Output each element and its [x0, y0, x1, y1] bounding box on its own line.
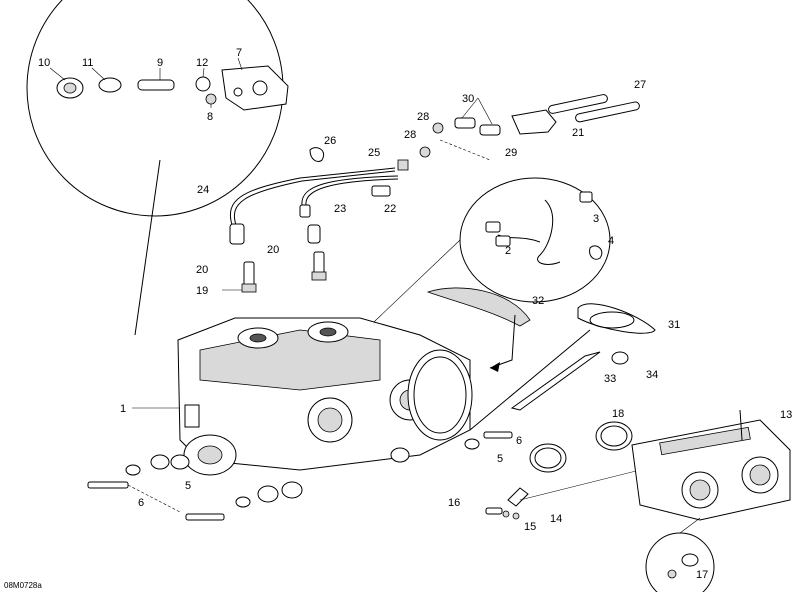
callout-31: 31: [668, 319, 680, 331]
strap-and-ties: [426, 287, 656, 431]
engine-mount-hardware: [87, 431, 513, 521]
callout-21: 21: [572, 127, 584, 139]
callout-20b: 20: [267, 244, 279, 256]
callout-26: 26: [324, 135, 336, 147]
callout-11: 11: [82, 57, 93, 69]
detail-circle-fasteners: [26, 0, 289, 336]
callout-28b: 28: [404, 129, 416, 141]
callout-13: 13: [780, 409, 792, 421]
callout-25: 25: [368, 147, 380, 159]
callout-32: 32: [532, 295, 544, 307]
callout-9: 9: [157, 57, 163, 69]
callout-6b: 6: [516, 435, 522, 447]
mount-bracket-group: [419, 94, 640, 161]
detail-circle-harness: [354, 177, 611, 341]
callout-5b: 5: [497, 453, 503, 465]
callout-29: 29: [505, 147, 517, 159]
callout-6a: 6: [138, 497, 144, 509]
callout-23: 23: [334, 203, 346, 215]
callout-2: 2: [505, 245, 511, 257]
clamps: [529, 421, 633, 473]
callout-7: 7: [236, 47, 242, 59]
callout-12: 12: [196, 57, 208, 69]
callout-28a: 28: [417, 111, 429, 123]
callout-3: 3: [593, 213, 599, 225]
wire-harness: [229, 147, 409, 245]
callout-1: 1: [120, 403, 126, 415]
callout-15: 15: [524, 521, 536, 533]
callout-labels: 1 2 3 4 5 5 6 6 7 8 9 10 11 12 13 14 15 …: [38, 47, 792, 581]
callout-27: 27: [634, 79, 646, 91]
callout-5a: 5: [185, 480, 191, 492]
callout-24: 24: [197, 184, 209, 196]
engine-block: [150, 317, 473, 503]
callout-16: 16: [448, 497, 460, 509]
callout-18: 18: [612, 408, 624, 420]
callout-17: 17: [696, 569, 708, 581]
callout-8: 8: [207, 111, 213, 123]
throttle-lever-hardware: [485, 469, 641, 520]
callout-34: 34: [646, 369, 658, 381]
callout-4: 4: [608, 235, 614, 247]
throttle-body: [631, 409, 791, 592]
callout-14: 14: [550, 513, 562, 525]
callout-33: 33: [604, 373, 616, 385]
callout-20a: 20: [196, 264, 208, 276]
callout-30: 30: [462, 93, 474, 105]
callout-10: 10: [38, 57, 50, 69]
spark-plugs: [222, 251, 327, 293]
callout-19: 19: [196, 285, 208, 297]
diagram-code: 08M0728a: [4, 581, 42, 590]
callout-22: 22: [384, 203, 396, 215]
